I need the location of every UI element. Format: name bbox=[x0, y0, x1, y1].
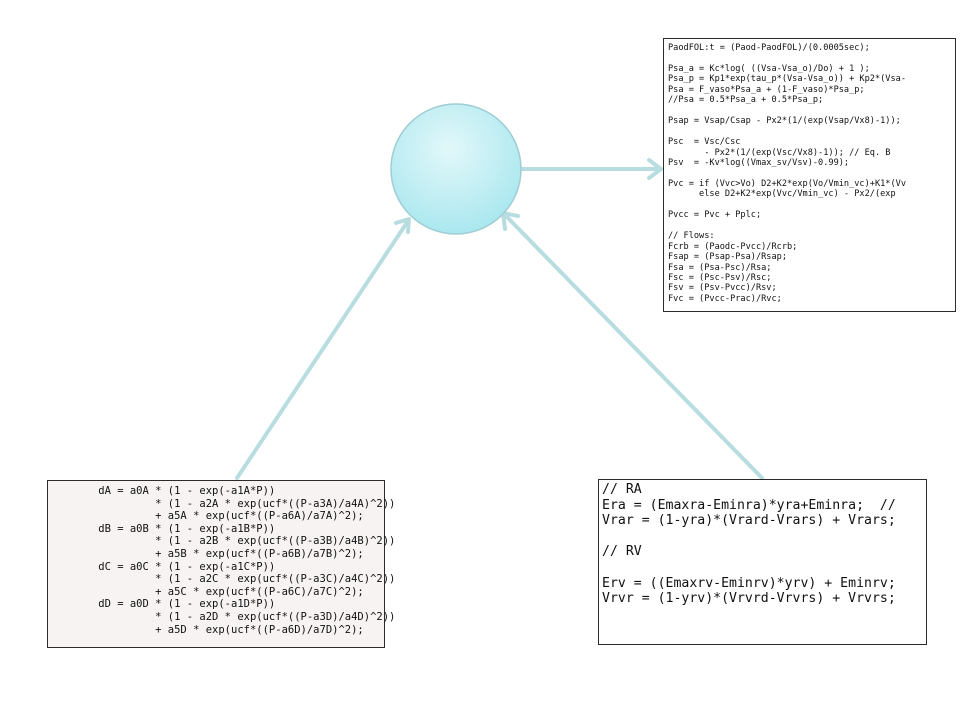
code-panel-ra-rv: // RA Era = (Emaxra-Eminra)*yra+Eminra; … bbox=[598, 479, 927, 645]
central-node bbox=[390, 103, 522, 235]
code-panel-coefficients: dA = a0A * (1 - exp(-a1A*P)) * (1 - a2A … bbox=[47, 480, 396, 648]
arrow-node-to-top-right bbox=[518, 158, 663, 180]
code-text-ra-rv: // RA Era = (Emaxra-Eminra)*yra+Eminra; … bbox=[602, 482, 896, 607]
code-text-coefficients: dA = a0A * (1 - exp(-a1A*P)) * (1 - a2A … bbox=[98, 485, 396, 636]
code-text-flows: PaodFOL:t = (Paod-PaodFOL)/(0.0005sec); … bbox=[668, 43, 906, 304]
arrow-bottom-left-to-node bbox=[235, 217, 411, 480]
code-panel-flows: PaodFOL:t = (Paod-PaodFOL)/(0.0005sec); … bbox=[663, 38, 956, 312]
